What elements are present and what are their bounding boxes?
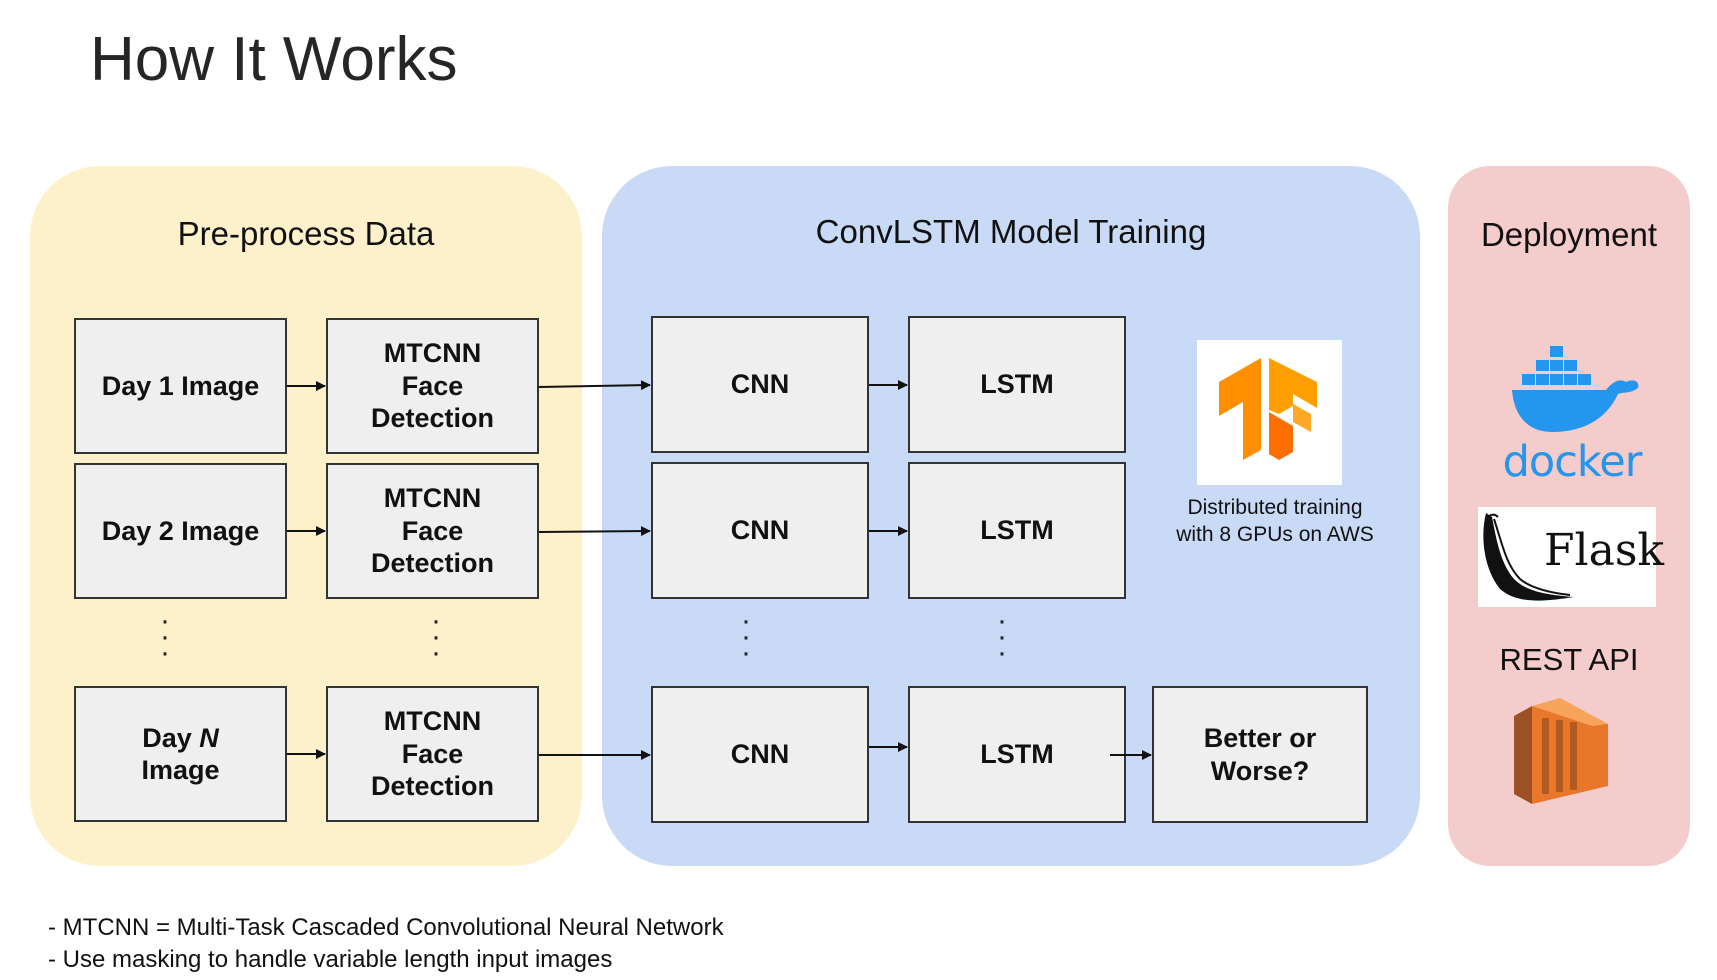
note-masking: - Use masking to handle variable length …	[48, 946, 613, 973]
distributed-training-caption: Distributed training with 8 GPUs on AWS	[1176, 496, 1374, 546]
dayn-prefix: Day	[142, 722, 200, 753]
dayn-image-box: Day N Image	[74, 686, 287, 822]
flask-horn-icon	[1483, 513, 1574, 601]
cnn-box-1: CNN	[651, 316, 869, 453]
aws-ec2-icon	[1514, 698, 1608, 804]
day1-image-box: Day 1 Image	[74, 318, 287, 454]
page-title: How It Works	[90, 25, 458, 94]
ellipsis-day: ···	[160, 604, 170, 669]
preprocess-title: Pre-process Data	[177, 215, 435, 252]
mtcnn-box-1: MTCNN Face Detection	[326, 318, 539, 454]
mtcnn-box-2: MTCNN Face Detection	[326, 463, 539, 599]
cnn-box-2: CNN	[651, 462, 869, 599]
arrow-mtcnn2-cnn	[538, 526, 651, 537]
aws-ec2-logo	[1512, 696, 1612, 814]
flask-wordmark: Flask	[1544, 525, 1665, 576]
tensorflow-logo	[1197, 340, 1342, 485]
ellipsis-lstm: ···	[997, 604, 1007, 669]
better-or-worse-box: Better or Worse?	[1152, 686, 1368, 823]
dayn-variable: N	[199, 722, 219, 753]
ellipsis-cnn: ···	[741, 604, 751, 669]
flask-logo: Flask	[1478, 507, 1664, 607]
cnn-box-n: CNN	[651, 686, 869, 823]
docker-icon	[1512, 346, 1639, 432]
lstm-box-n: LSTM	[908, 686, 1126, 823]
ellipsis-mtcnn: ···	[431, 604, 441, 669]
mtcnn-box-n: MTCNN Face Detection	[326, 686, 539, 822]
training-title: ConvLSTM Model Training	[815, 213, 1207, 250]
docker-logo: docker	[1488, 342, 1656, 487]
dayn-suffix: Image	[141, 755, 220, 785]
footnotes: - MTCNN = Multi-Task Cascaded Convolutio…	[48, 912, 724, 976]
arrow-mtcnn1-cnn	[538, 380, 651, 391]
lstm-box-1: LSTM	[908, 316, 1126, 453]
tensorflow-icon	[1219, 358, 1317, 460]
day2-image-box: Day 2 Image	[74, 463, 287, 599]
note-mtcnn: - MTCNN = Multi-Task Cascaded Convolutio…	[48, 914, 724, 941]
rest-api-label: REST API	[1499, 642, 1639, 677]
docker-wordmark: docker	[1502, 437, 1643, 487]
lstm-box-2: LSTM	[908, 462, 1126, 599]
deployment-title: Deployment	[1480, 216, 1658, 253]
